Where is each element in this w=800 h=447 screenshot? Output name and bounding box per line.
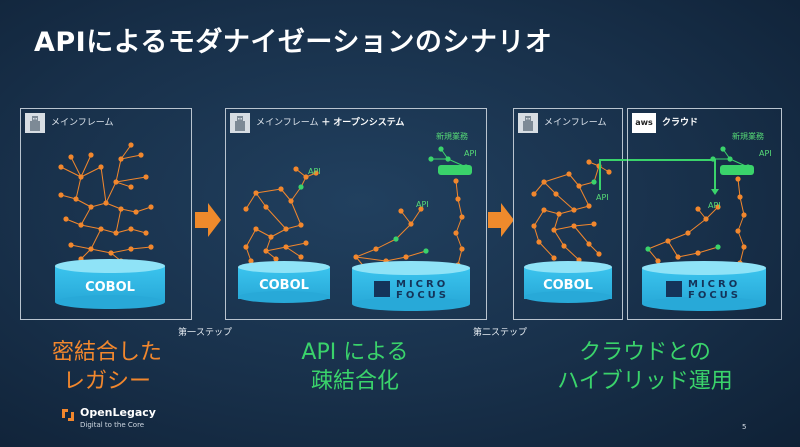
aws-logo: aws [632,113,656,133]
microfocus-database: MICRO FOCUS [352,261,470,311]
cobol-database: COBOL [238,261,330,305]
microfocus-label: MICRO FOCUS [396,279,449,301]
step-two-label: 第二ステップ [473,328,528,338]
caption-tightly-coupled: 密結合したレガシー [51,340,162,394]
api-label: API [708,201,721,210]
api-label: API [416,200,429,209]
brand-tagline: Digital to the Core [80,421,145,429]
cobol-database: COBOL [55,259,165,309]
mainframe-label: メインフレーム [544,118,607,128]
api-network-tree [243,146,472,288]
api-label: API [464,149,477,158]
step-one-label: 第一ステップ [178,328,233,338]
mainframe-icon [518,113,538,133]
api-label: API [596,193,609,202]
cobol-database: COBOL [524,261,612,305]
mainframe-label: メインフレーム [51,118,114,128]
openlegacy-logo-icon [62,409,74,421]
caption-hybrid-operation: クラウドとのハイブリッド運用 [557,340,733,394]
microfocus-logo-icon [666,281,682,297]
caption-loose-coupling: API による疎結合化 [301,340,409,394]
mainframe-box-2: メインフレーム API COBOL [513,108,623,320]
cobol-label: COBOL [259,278,309,293]
mainframe-api-tree [531,159,612,263]
step-arrow-2 [488,203,514,237]
microfocus-database: MICRO FOCUS [642,261,766,311]
mainframe-open-label: メインフレーム ＋ オープンシステム [256,118,405,128]
mainframe-icon [25,113,45,133]
api-label: API [308,167,321,176]
hybrid-open-box: メインフレーム ＋ オープンシステム API API API 新規業務 COBO… [225,108,487,320]
cobol-label: COBOL [85,280,135,295]
cobol-label: COBOL [543,278,593,293]
cloud-connector-line [599,159,719,195]
new-business-label: 新規業務 [732,132,764,141]
api-label: API [759,149,772,158]
microfocus-logo-icon [374,281,390,297]
brand-name: OpenLegacy [80,406,156,419]
mainframe-icon [230,113,250,133]
step-arrow-1 [195,203,221,237]
page-number: 5 [742,423,747,431]
cloud-label: クラウド [662,118,699,128]
page-title: APIによるモダナイゼーションのシナリオ [34,27,553,58]
new-business-label: 新規業務 [436,132,468,141]
cloud-box: aws クラウド API API 新規業務 MICRO FOCUS [627,108,782,320]
microfocus-label: MICRO FOCUS [688,279,741,301]
mainframe-box-1: メインフレーム COBOL [20,108,192,320]
